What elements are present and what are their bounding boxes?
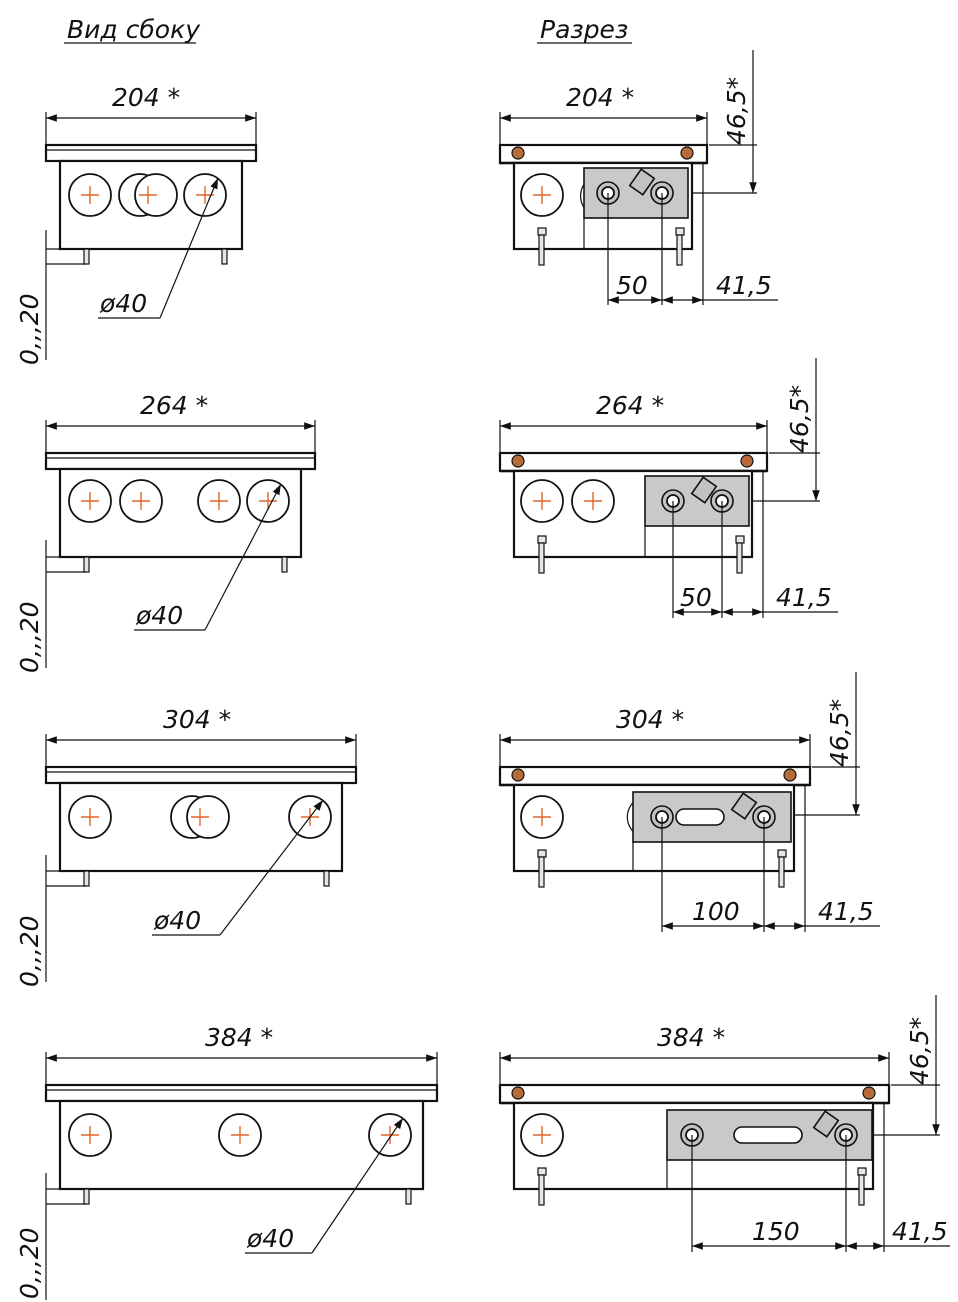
- row-1-side-view: 204 * ø40 0,,,20: [15, 83, 258, 365]
- row-2-adjust-label: 0,,,20: [15, 601, 44, 673]
- row-3-height-label: 46,5*: [825, 699, 854, 767]
- row-4-height-label: 46,5*: [905, 1017, 934, 1085]
- row-1-diameter-label: ø40: [99, 289, 147, 318]
- row-2-section-width-label: 264 *: [596, 391, 664, 420]
- row-1-width-label: 204 *: [112, 83, 180, 112]
- row-2-width-label: 264 *: [140, 391, 208, 420]
- row-3-diameter-label: ø40: [153, 906, 201, 935]
- row-4-section-view: 384 * 46,5* 150 41,5: [498, 995, 950, 1252]
- row-2-height-label: 46,5*: [785, 385, 814, 453]
- row-3-side-view: 304 * ø40 0,,,20: [15, 705, 358, 987]
- row-3-offset-label: 41,5: [818, 897, 874, 926]
- row-4-width-label: 384 *: [205, 1023, 273, 1052]
- row-4-section-width-label: 384 *: [657, 1023, 725, 1052]
- row-2-side-view: 264 * ø40 0,,,20: [15, 391, 317, 673]
- row-4-diameter-label: ø40: [246, 1224, 294, 1253]
- row-1-height-label: 46,5*: [722, 77, 751, 145]
- row-2-section-view: 264 * 46,5* 50 41,5: [498, 358, 838, 618]
- row-1-offset-label: 41,5: [716, 271, 772, 300]
- row-3-section-view: 304 * 46,5* 100 41,5: [498, 672, 880, 932]
- row-4-side-view: 384 * ø40 0,,,20: [15, 1023, 439, 1300]
- section-header: Разрез: [540, 15, 628, 44]
- row-4-offset-label: 41,5: [892, 1217, 948, 1246]
- row-4-adjust-label: 0,,,20: [15, 1227, 44, 1299]
- row-1-section-width-label: 204 *: [566, 83, 634, 112]
- row-3-pitch-label: 100: [692, 897, 740, 926]
- row-2-pitch-label: 50: [680, 583, 712, 612]
- row-3-section-width-label: 304 *: [616, 705, 684, 734]
- row-3-width-label: 304 *: [163, 705, 231, 734]
- row-1-section-view: 204 * 46,5* 50 41,5: [498, 50, 778, 305]
- row-1-adjust-label: 0,,,20: [15, 293, 44, 365]
- row-1-pitch-label: 50: [616, 271, 648, 300]
- row-4-pitch-label: 150: [752, 1217, 800, 1246]
- row-2-offset-label: 41,5: [776, 583, 832, 612]
- side-view-header: Вид сбоку: [67, 15, 201, 44]
- row-3-adjust-label: 0,,,20: [15, 915, 44, 987]
- row-2-diameter-label: ø40: [135, 601, 183, 630]
